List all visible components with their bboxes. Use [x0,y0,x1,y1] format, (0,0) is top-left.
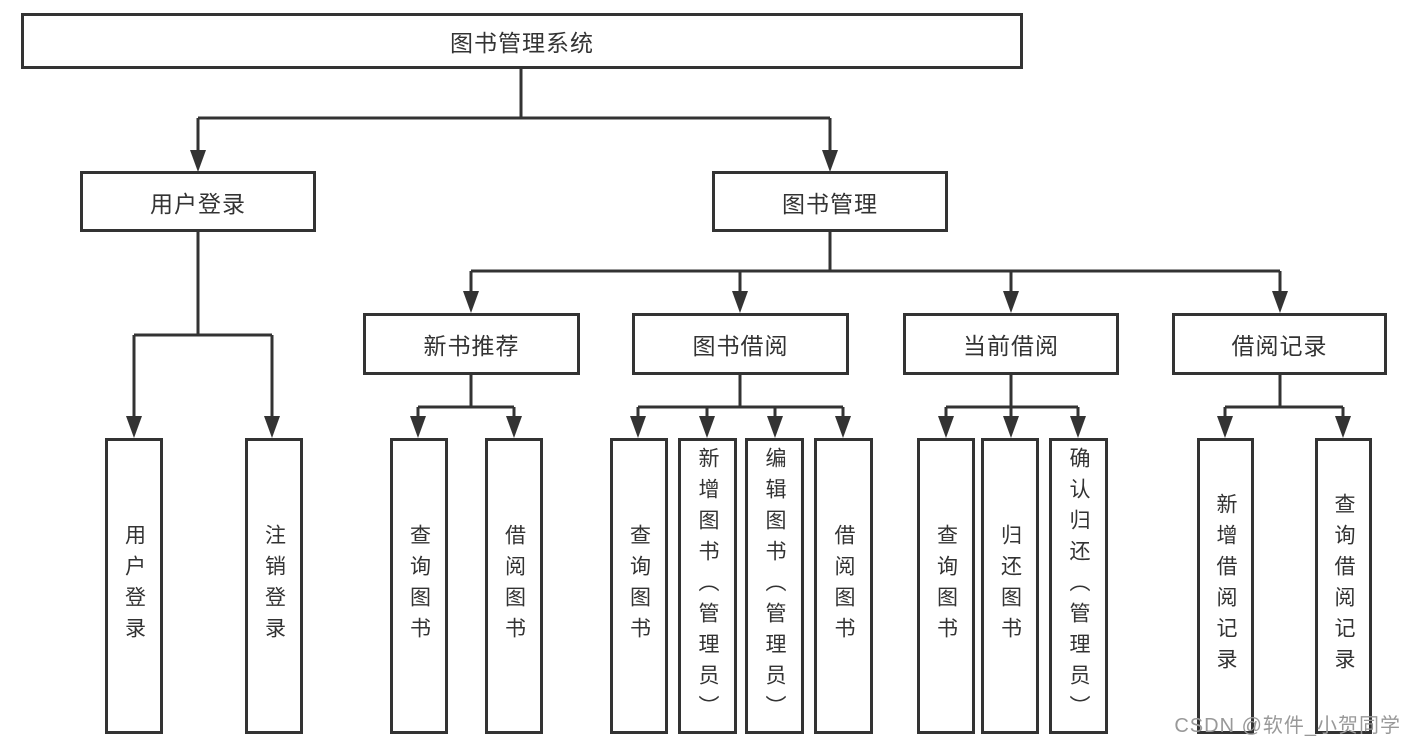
leaf-borrow-book-2: 借阅图书 [814,438,873,734]
leaf-borrow-book-1: 借阅图书 [485,438,543,734]
node-book-borrow-label: 图书借阅 [692,333,789,359]
leaf-query-book-3-label: 查询图书 [934,524,958,648]
node-borrow-record: 借阅记录 [1172,313,1387,375]
leaf-borrow-book-1-label: 借阅图书 [502,524,526,648]
csdn-watermark: CSDN @软件_小贺同学 [1174,715,1401,737]
leaf-confirm-return: 确认归还（管理员） [1049,438,1108,734]
leaf-borrow-book-2-label: 借阅图书 [832,524,855,648]
connector-new-book-rec-children [410,375,522,438]
leaf-query-book-3: 查询图书 [917,438,975,734]
node-new-book-rec-label: 新书推荐 [423,333,520,359]
leaf-add-book-label: 新增图书（管理员） [696,446,719,726]
leaf-edit-book: 编辑图书（管理员） [745,438,804,734]
node-root: 图书管理系统 [21,13,1023,69]
leaf-add-book: 新增图书（管理员） [678,438,737,734]
leaf-query-record-label: 查询借阅记录 [1332,493,1355,679]
connector-book-mgmt-children [463,232,1288,313]
leaf-add-record-label: 新增借阅记录 [1214,493,1237,679]
leaf-return-book: 归还图书 [981,438,1039,734]
leaf-logout: 注销登录 [245,438,303,734]
node-book-mgmt: 图书管理 [712,171,948,232]
connector-book-borrow-children [630,375,851,438]
node-current-borrow: 当前借阅 [903,313,1119,375]
node-root-label: 图书管理系统 [450,30,594,56]
leaf-user-login: 用户登录 [105,438,163,734]
leaf-user-login-label: 用户登录 [122,524,146,648]
leaf-query-book-2: 查询图书 [610,438,668,734]
connector-borrow-record-children [1217,375,1351,438]
node-user-login-label: 用户登录 [150,190,246,217]
node-book-mgmt-label: 图书管理 [782,190,878,217]
leaf-add-record: 新增借阅记录 [1197,438,1254,734]
leaf-return-book-label: 归还图书 [998,524,1022,648]
connector-user-login-children [126,232,280,438]
leaf-query-record: 查询借阅记录 [1315,438,1372,734]
node-borrow-record-label: 借阅记录 [1231,333,1328,359]
leaf-query-book-2-label: 查询图书 [627,524,651,648]
leaf-logout-label: 注销登录 [262,524,286,648]
node-book-borrow: 图书借阅 [632,313,849,375]
node-current-borrow-label: 当前借阅 [963,333,1059,359]
leaf-edit-book-label: 编辑图书（管理员） [763,446,786,726]
node-new-book-rec: 新书推荐 [363,313,580,375]
node-user-login: 用户登录 [80,171,316,232]
leaf-confirm-return-label: 确认归还（管理员） [1067,446,1090,726]
leaf-query-book-1: 查询图书 [390,438,448,734]
connector-root-to-level2 [190,69,838,172]
leaf-query-book-1-label: 查询图书 [407,524,431,648]
connector-current-borrow-children [938,375,1086,438]
